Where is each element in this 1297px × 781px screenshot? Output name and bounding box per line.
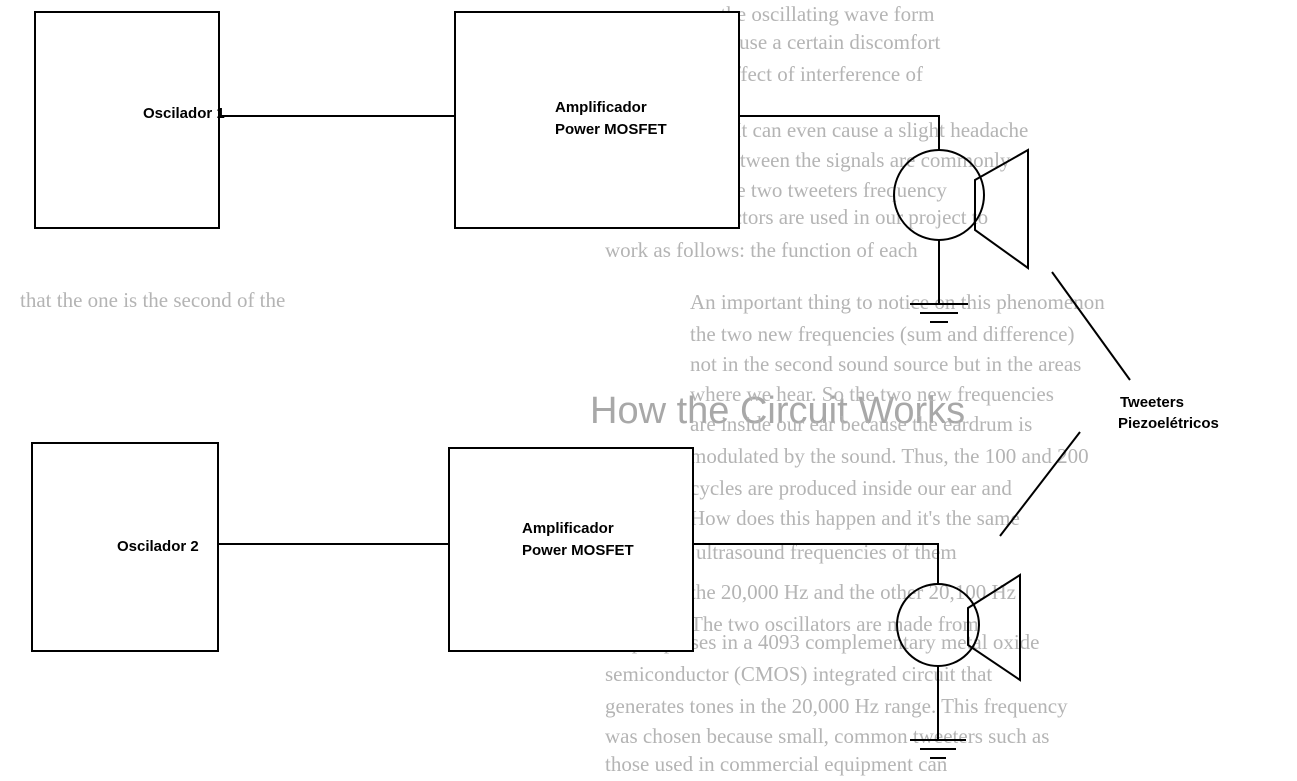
oscillator-2-box (31, 442, 219, 652)
wire-amp2-tweeter2 (693, 543, 939, 584)
ground-1-symbol (910, 303, 968, 323)
tweeters-label-line2: Piezoelétricos (1118, 415, 1219, 432)
oscillator-1-box (34, 11, 220, 229)
tweeter-1-leader (1051, 271, 1131, 381)
tweeter-2-symbol (896, 573, 1021, 682)
wire-amp1-tweeter1 (739, 115, 940, 150)
oscillator-1-label: Oscilador 1 (143, 105, 225, 122)
amplifier-2-label-line1: Amplificador (522, 520, 614, 537)
tweeters-label-line1: Tweeters (1120, 394, 1184, 411)
tweeter-1-symbol (893, 148, 1029, 270)
tweeter-2-leader (999, 431, 1081, 537)
oscillator-2-label: Oscilador 2 (117, 538, 199, 555)
amplifier-2-box (448, 447, 694, 652)
amplifier-1-label-line2: Power MOSFET (555, 121, 667, 138)
ground-2-symbol (910, 739, 966, 759)
amplifier-2-label-line2: Power MOSFET (522, 542, 634, 559)
amplifier-1-label-line1: Amplificador (555, 99, 647, 116)
amplifier-1-box (454, 11, 740, 229)
